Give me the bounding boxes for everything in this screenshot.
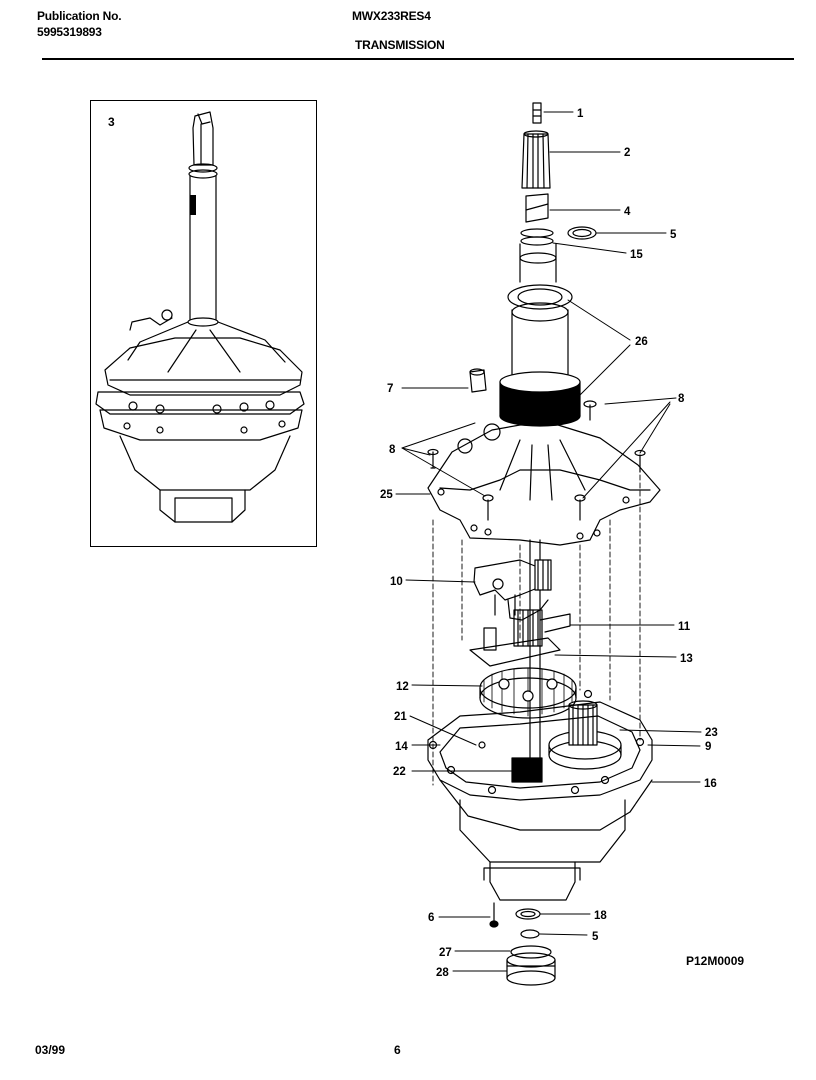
inset-label: 3 bbox=[108, 115, 115, 129]
callout-14: 14 bbox=[395, 741, 408, 753]
main-assembly-drawing bbox=[427, 102, 661, 986]
callout-10: 10 bbox=[390, 576, 403, 588]
callout-28: 28 bbox=[436, 967, 449, 979]
callout-12: 12 bbox=[396, 681, 409, 693]
callout-11: 11 bbox=[678, 621, 691, 633]
callout-6: 6 bbox=[428, 912, 434, 924]
callout-numbers: 1 2 4 5 15 26 7 8 8 25 10 11 13 12 21 23… bbox=[380, 108, 718, 979]
callout-7: 7 bbox=[387, 383, 393, 395]
leader-lines bbox=[395, 111, 702, 972]
callout-13: 13 bbox=[680, 653, 693, 665]
callout-9: 9 bbox=[705, 741, 711, 753]
inset-assembly-drawing bbox=[95, 111, 305, 523]
model-number: MWX233RES4 bbox=[352, 9, 431, 23]
callout-5-lower: 5 bbox=[592, 931, 599, 943]
callout-22: 22 bbox=[393, 766, 406, 778]
callout-25: 25 bbox=[380, 489, 393, 501]
section-title: TRANSMISSION bbox=[355, 38, 445, 52]
callout-2: 2 bbox=[624, 147, 630, 159]
header-rule bbox=[42, 58, 794, 60]
callout-21: 21 bbox=[394, 711, 407, 723]
diagram-code: P12M0009 bbox=[686, 954, 745, 968]
callout-16: 16 bbox=[704, 778, 717, 790]
publication-number: 5995319893 bbox=[37, 25, 102, 39]
footer-page-number: 6 bbox=[394, 1043, 401, 1057]
inset-frame: 3 bbox=[90, 100, 317, 547]
footer-date: 03/99 bbox=[35, 1043, 66, 1057]
callout-5-upper: 5 bbox=[670, 229, 677, 241]
publication-label: Publication No. bbox=[37, 9, 122, 23]
callout-1: 1 bbox=[577, 108, 584, 120]
callout-15: 15 bbox=[630, 249, 643, 261]
callout-8-right: 8 bbox=[678, 393, 685, 405]
callout-23: 23 bbox=[705, 727, 718, 739]
callout-4: 4 bbox=[624, 206, 631, 218]
callout-8-left: 8 bbox=[389, 444, 396, 456]
callout-26: 26 bbox=[635, 336, 648, 348]
callout-18: 18 bbox=[594, 910, 607, 922]
callout-27: 27 bbox=[439, 947, 452, 959]
